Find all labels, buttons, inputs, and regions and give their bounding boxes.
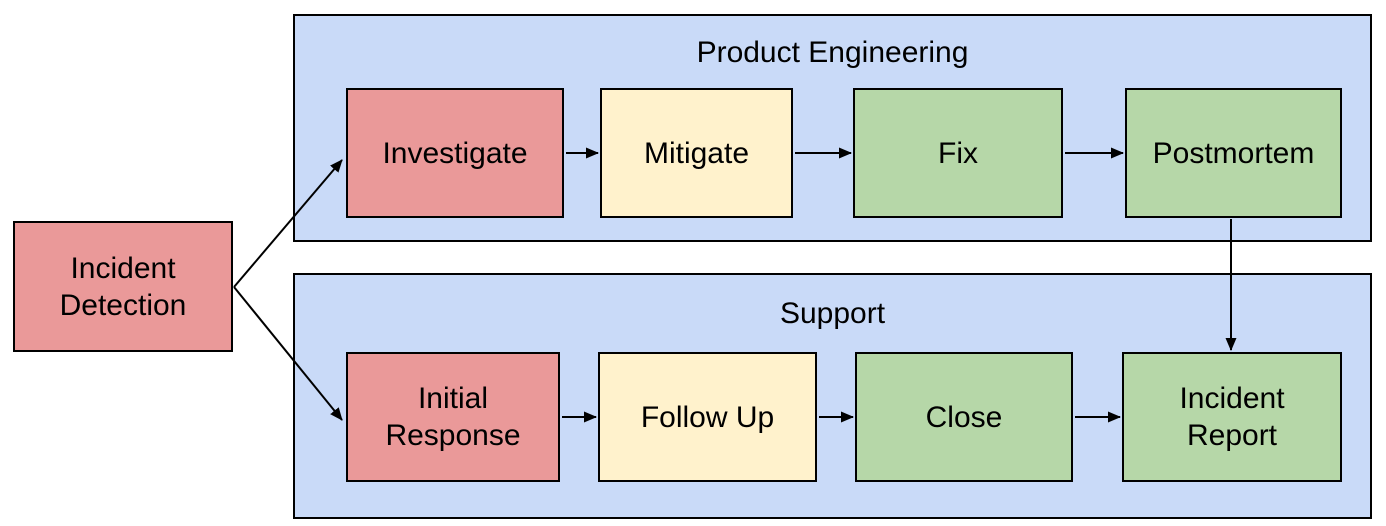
lane-title-product-engineering: Product Engineering xyxy=(696,36,969,69)
node-postmortem: Postmortem xyxy=(1125,88,1342,218)
node-follow-up: Follow Up xyxy=(598,352,817,482)
node-initial-response: Initial Response xyxy=(346,352,560,482)
node-close: Close xyxy=(855,352,1073,482)
node-mitigate: Mitigate xyxy=(600,88,793,218)
node-incident-detection: Incident Detection xyxy=(13,221,233,352)
node-investigate: Investigate xyxy=(346,88,564,218)
lane-title-support: Support xyxy=(779,297,886,330)
node-incident-report: Incident Report xyxy=(1122,352,1342,482)
node-fix: Fix xyxy=(853,88,1063,218)
